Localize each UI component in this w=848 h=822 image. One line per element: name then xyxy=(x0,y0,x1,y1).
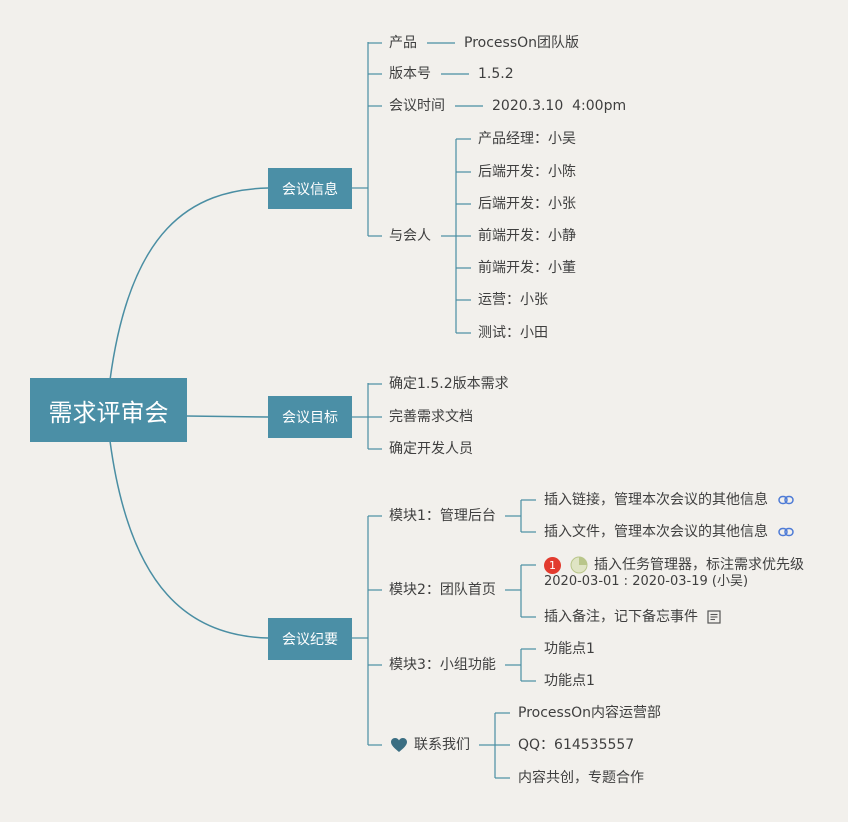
root-topic[interactable]: 需求评审会 xyxy=(30,378,187,442)
contact-item[interactable]: 内容共创，专题合作 xyxy=(518,770,644,786)
topic-module2[interactable]: 模块2：团队首页 xyxy=(389,582,496,598)
attendee-item[interactable]: 前端开发：小静 xyxy=(478,228,576,244)
topic-product-value[interactable]: ProcessOn团队版 xyxy=(464,35,580,51)
topic-module3[interactable]: 模块3：小组功能 xyxy=(389,657,496,673)
module2-item-note[interactable]: 插入备注，记下备忘事件 xyxy=(544,609,698,625)
attendee-item[interactable]: 产品经理：小吴 xyxy=(478,131,576,147)
branch-meeting-goal[interactable]: 会议目标 xyxy=(268,396,352,438)
connector-root-goal xyxy=(185,415,269,418)
module2-item-task[interactable]: 插入任务管理器，标注需求优先级 xyxy=(594,557,804,573)
priority-badge[interactable]: 1 xyxy=(544,557,561,574)
link-icon[interactable] xyxy=(778,495,794,505)
link-icon[interactable] xyxy=(778,527,794,537)
topic-version[interactable]: 版本号 xyxy=(389,66,431,82)
goal-item[interactable]: 确定开发人员 xyxy=(389,441,473,457)
attendee-item[interactable]: 前端开发：小董 xyxy=(478,260,576,276)
attendee-item[interactable]: 测试：小田 xyxy=(478,325,548,341)
topic-attendees[interactable]: 与会人 xyxy=(389,228,431,244)
topic-meeting-time-value[interactable]: 2020.3.10 4:00pm xyxy=(492,98,627,114)
attendee-item[interactable]: 后端开发：小陈 xyxy=(478,164,576,180)
module1-item-link[interactable]: 插入链接，管理本次会议的其他信息 xyxy=(544,492,768,508)
attendee-item[interactable]: 后端开发：小张 xyxy=(478,196,576,212)
contact-item[interactable]: QQ：614535557 xyxy=(518,737,635,753)
heart-icon xyxy=(391,738,407,752)
module3-item[interactable]: 功能点1 xyxy=(544,673,595,689)
connector-root-info xyxy=(109,187,269,381)
task-date-range: 2020-03-01 : 2020-03-19 (小吴) xyxy=(544,574,749,589)
note-icon[interactable] xyxy=(707,610,721,624)
branch-meeting-info[interactable]: 会议信息 xyxy=(268,168,352,209)
topic-product[interactable]: 产品 xyxy=(389,35,417,51)
branch-meeting-minutes[interactable]: 会议纪要 xyxy=(268,618,352,660)
topic-meeting-time[interactable]: 会议时间 xyxy=(389,98,445,114)
goal-item[interactable]: 确定1.5.2版本需求 xyxy=(389,376,509,392)
progress-pie-icon[interactable] xyxy=(570,556,588,574)
module3-item[interactable]: 功能点1 xyxy=(544,641,595,657)
topic-module1[interactable]: 模块1：管理后台 xyxy=(389,508,496,524)
attendee-item[interactable]: 运营：小张 xyxy=(478,292,548,308)
connector-root-minutes xyxy=(109,440,269,639)
topic-contact-us[interactable]: 联系我们 xyxy=(414,737,470,753)
module1-item-file[interactable]: 插入文件，管理本次会议的其他信息 xyxy=(544,524,768,540)
goal-item[interactable]: 完善需求文档 xyxy=(389,409,473,425)
contact-item[interactable]: ProcessOn内容运营部 xyxy=(518,705,662,721)
topic-version-value[interactable]: 1.5.2 xyxy=(478,66,514,82)
